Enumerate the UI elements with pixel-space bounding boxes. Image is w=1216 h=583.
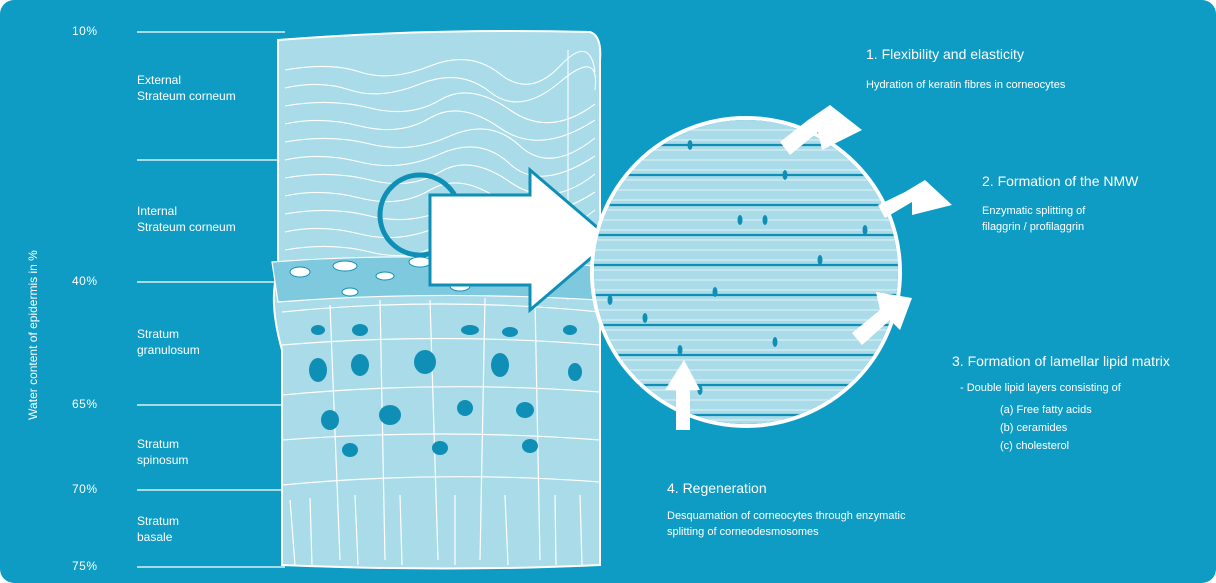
function-2-title: 2. Formation of the NMW	[982, 173, 1138, 189]
function-3-item: (b) ceramides	[1000, 420, 1067, 436]
function-3-desc: - Double lipid layers consisting of	[960, 380, 1121, 396]
tick-label: 40%	[72, 274, 98, 288]
tick-label: 10%	[72, 24, 98, 38]
function-3-item: (c) cholesterol	[1000, 438, 1069, 454]
function-4-title: 4. Regeneration	[667, 480, 767, 496]
tick-label: 70%	[72, 482, 98, 496]
function-3-item: (a) Free fatty acids	[1000, 402, 1092, 418]
function-1-title: 1. Flexibility and elasticity	[866, 46, 1024, 62]
tick-label: 65%	[72, 397, 98, 411]
function-1-desc: Hydration of keratin fibres in corneocyt…	[866, 77, 1065, 93]
skin-block	[274, 31, 600, 569]
skin-cross-section	[272, 31, 600, 569]
function-3-title: 3. Formation of lamellar lipid matrix	[952, 353, 1170, 369]
y-axis-label: Water content of epidermis in %	[26, 250, 40, 420]
function-4-desc: Desquamation of corneocytes through enzy…	[667, 508, 905, 540]
tick-label: 75%	[72, 559, 98, 573]
